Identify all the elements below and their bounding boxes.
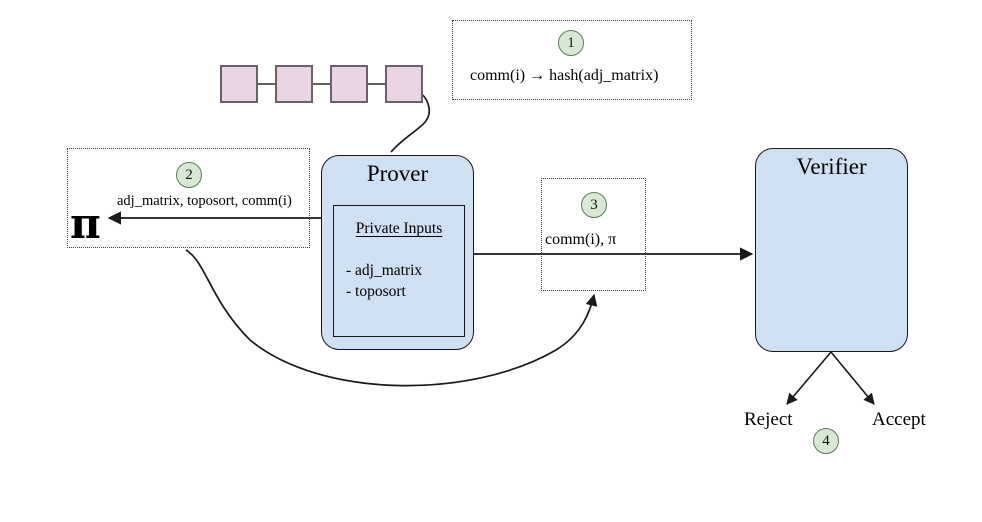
step-2-badge: 2	[176, 162, 202, 188]
step-1-badge: 1	[558, 30, 584, 56]
private-inputs-panel: Private Inputs - adj_matrix - toposort	[333, 205, 465, 337]
step-3-label: comm(i), π	[545, 231, 617, 248]
proof-pi-symbol: π	[70, 199, 101, 248]
verifier-title: Verifier	[796, 154, 867, 179]
verifier-to-reject-arrow	[786, 351, 832, 405]
verifier-to-accept-arrow	[830, 351, 875, 405]
step-2-note-box	[67, 148, 310, 248]
private-input-item-toposort: - toposort	[346, 283, 406, 300]
prover-title: Prover	[366, 161, 429, 186]
outcome-reject-label: Reject	[744, 409, 793, 430]
step-2-label: adj_matrix, toposort, comm(i)	[117, 193, 292, 209]
verifier-box[interactable]: Verifier	[755, 148, 908, 352]
chain-block-1	[220, 65, 258, 103]
step-3-note-box	[541, 178, 646, 291]
step-1-note-box	[452, 20, 692, 100]
chain-block-2	[275, 65, 313, 103]
step-4-badge: 4	[813, 428, 839, 454]
chain-block-4	[385, 65, 423, 103]
outcome-accept-label: Accept	[872, 409, 926, 430]
step-3-badge: 3	[581, 192, 607, 218]
private-inputs-heading: Private Inputs	[355, 220, 443, 237]
private-input-item-adj-matrix: - adj_matrix	[346, 262, 423, 279]
chain-block-3	[330, 65, 368, 103]
step-1-label: comm(i) → hash(adj_matrix)	[470, 67, 659, 84]
